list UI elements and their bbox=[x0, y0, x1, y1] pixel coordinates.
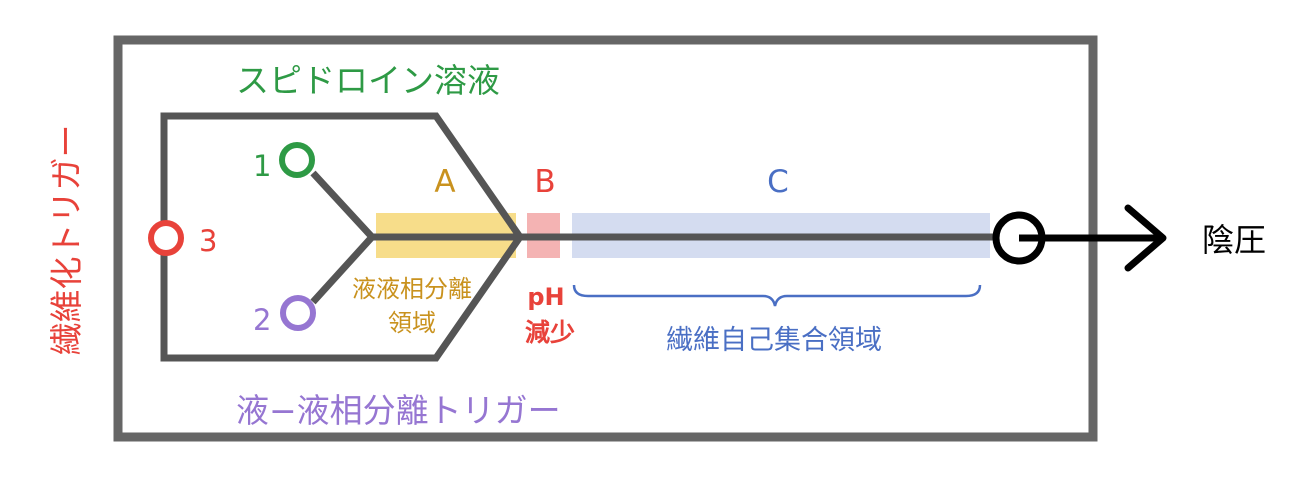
negative-pressure-label: 陰圧 bbox=[1202, 221, 1266, 259]
port-1-label: 1 bbox=[253, 149, 271, 183]
llps-region-label-line1: 液液相分離 bbox=[352, 275, 472, 303]
fiber-self-assembly-label: 繊維自己集合領域 bbox=[666, 325, 882, 356]
inlet-port-1 bbox=[279, 142, 315, 178]
port-3-label: 3 bbox=[199, 224, 217, 258]
port-2-label: 2 bbox=[253, 303, 271, 337]
region-b-label: B bbox=[534, 164, 555, 200]
llps-region-label-line2: 領域 bbox=[388, 309, 436, 337]
fibrillation-trigger-label: 繊維化トリガー bbox=[47, 125, 86, 356]
ph-label: pH bbox=[527, 283, 564, 311]
region-c-bracket bbox=[572, 284, 982, 307]
ph-decrease-label: 減少 bbox=[525, 318, 575, 347]
suction-arrow-head bbox=[1124, 204, 1167, 272]
inlet-port-3 bbox=[148, 220, 184, 256]
inlet-port-2 bbox=[280, 295, 316, 331]
region-c-label: C bbox=[767, 164, 789, 200]
llps-trigger-label: 液−液相分離トリガー bbox=[236, 391, 561, 430]
spidroin-solution-label: スピドロイン溶液 bbox=[236, 61, 500, 100]
region-a-label: A bbox=[434, 164, 455, 200]
